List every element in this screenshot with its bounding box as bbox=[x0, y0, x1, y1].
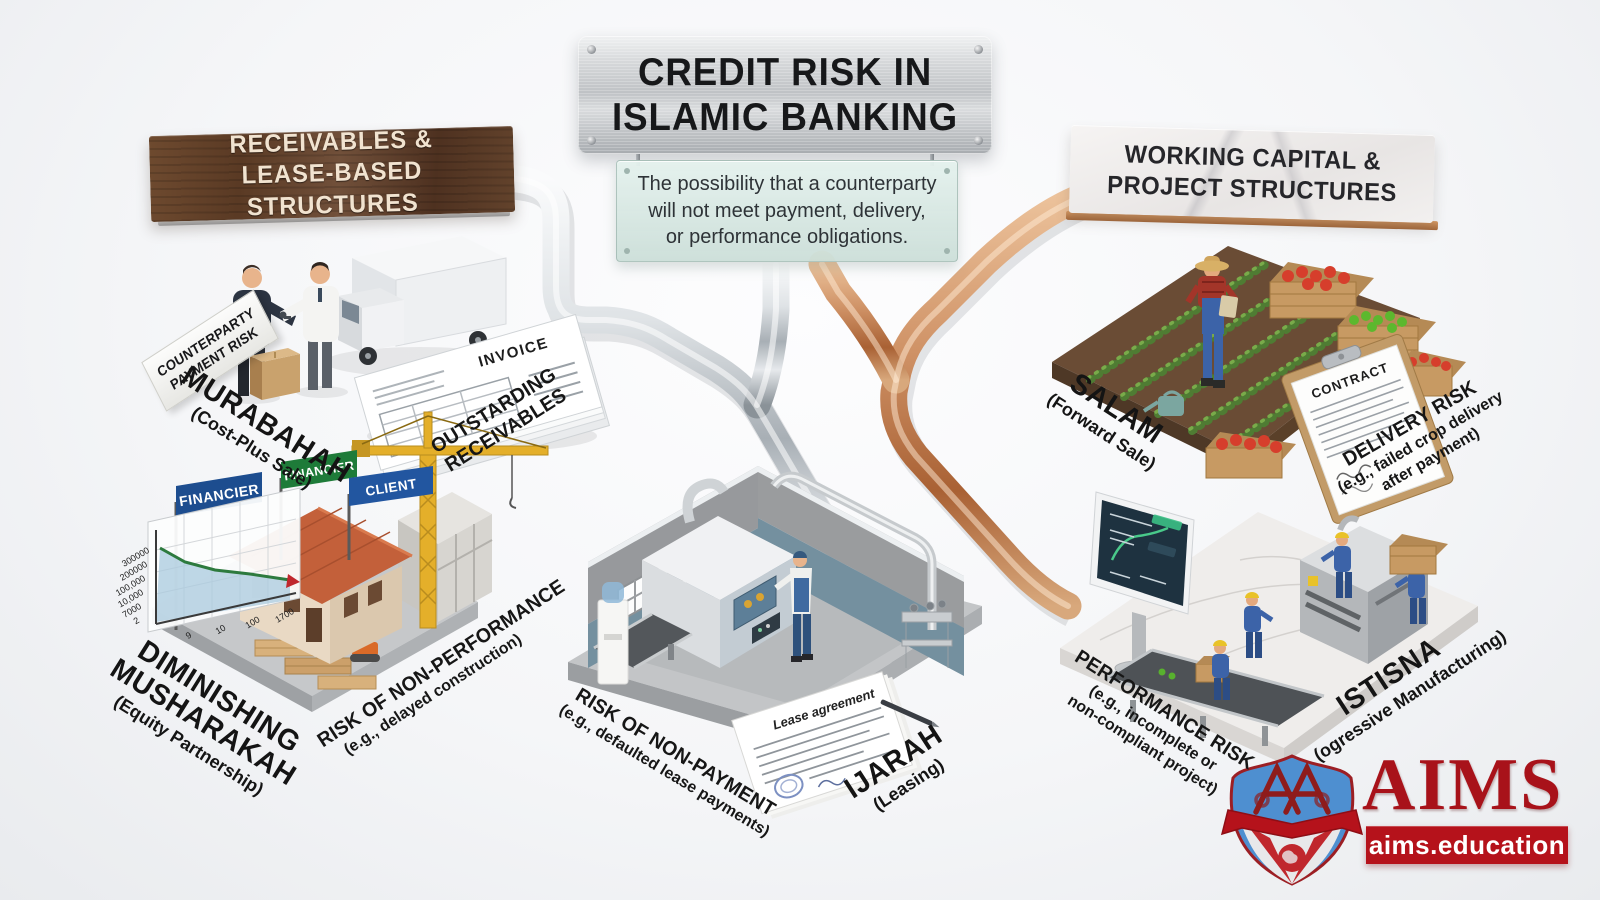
watering-can bbox=[1142, 390, 1184, 416]
chart-y-ticks: 300000 200000 100,000 10,000 7000 2 bbox=[114, 545, 151, 626]
main-title-sign: CREDIT RISK IN ISLAMIC BANKING bbox=[578, 36, 992, 154]
glass-pin-icon bbox=[944, 248, 950, 254]
pen bbox=[880, 699, 940, 728]
cardboard-box bbox=[250, 348, 300, 400]
equipment-cart bbox=[901, 599, 953, 668]
client-flag-blue: CLIENT bbox=[347, 466, 433, 560]
glass-pin-icon bbox=[944, 168, 950, 174]
left-branch-sign: RECEIVABLES & LEASE-BASED STRUCTURES bbox=[148, 125, 516, 223]
salam-scene: CONTRACT bbox=[1052, 246, 1466, 524]
musharakah-scene: FINANCIER FINANCIER CLIENT bbox=[114, 411, 549, 712]
factory-worker bbox=[774, 551, 813, 662]
connector-pipes bbox=[492, 164, 1098, 667]
water-cooler bbox=[597, 582, 629, 685]
glass-pin-icon bbox=[624, 168, 630, 174]
lease-agreement-doc: Lease agreement bbox=[731, 671, 923, 819]
diminishing-chart: 300000 200000 100,000 10,000 7000 2 9 10… bbox=[114, 487, 301, 641]
wall-ductwork bbox=[770, 471, 937, 630]
aims-shield-logo bbox=[1220, 754, 1364, 886]
glass-pin-icon bbox=[624, 248, 630, 254]
contract-clipboard: CONTRACT bbox=[1281, 334, 1454, 524]
aims-website-url: aims.education bbox=[1368, 829, 1566, 860]
istisna-crate bbox=[1389, 534, 1448, 575]
istisna-scene bbox=[1060, 491, 1478, 764]
screw-icon bbox=[587, 45, 596, 54]
credit-risk-definition: The possibility that a counterparty will… bbox=[637, 173, 937, 249]
silver-pipe bbox=[492, 164, 914, 666]
ijarah-scene: Lease agreement bbox=[568, 466, 982, 819]
aims-website-banner: aims.education bbox=[1366, 826, 1568, 864]
screw-icon bbox=[974, 45, 983, 54]
aims-brand-text: AIMS bbox=[1362, 744, 1564, 826]
svg-text:9: 9 bbox=[184, 630, 193, 641]
right-branch-sign: WORKING CAPITAL & PROJECT STRUCTURES bbox=[1068, 124, 1436, 224]
hanger-rod-right bbox=[930, 150, 934, 166]
copper-pipe bbox=[808, 182, 1098, 620]
truck-illustration bbox=[338, 236, 507, 365]
hanger-rod-left bbox=[636, 150, 640, 166]
screw-icon bbox=[587, 136, 596, 145]
svg-text:2: 2 bbox=[132, 615, 141, 626]
farmer-illustration bbox=[1185, 256, 1239, 388]
tower-crane bbox=[351, 411, 549, 629]
definition-panel: The possibility that a counterparty will… bbox=[616, 160, 958, 262]
page-title: CREDIT RISK IN ISLAMIC BANKING bbox=[611, 50, 959, 139]
screw-icon bbox=[974, 136, 983, 145]
svg-text:10: 10 bbox=[214, 623, 228, 637]
